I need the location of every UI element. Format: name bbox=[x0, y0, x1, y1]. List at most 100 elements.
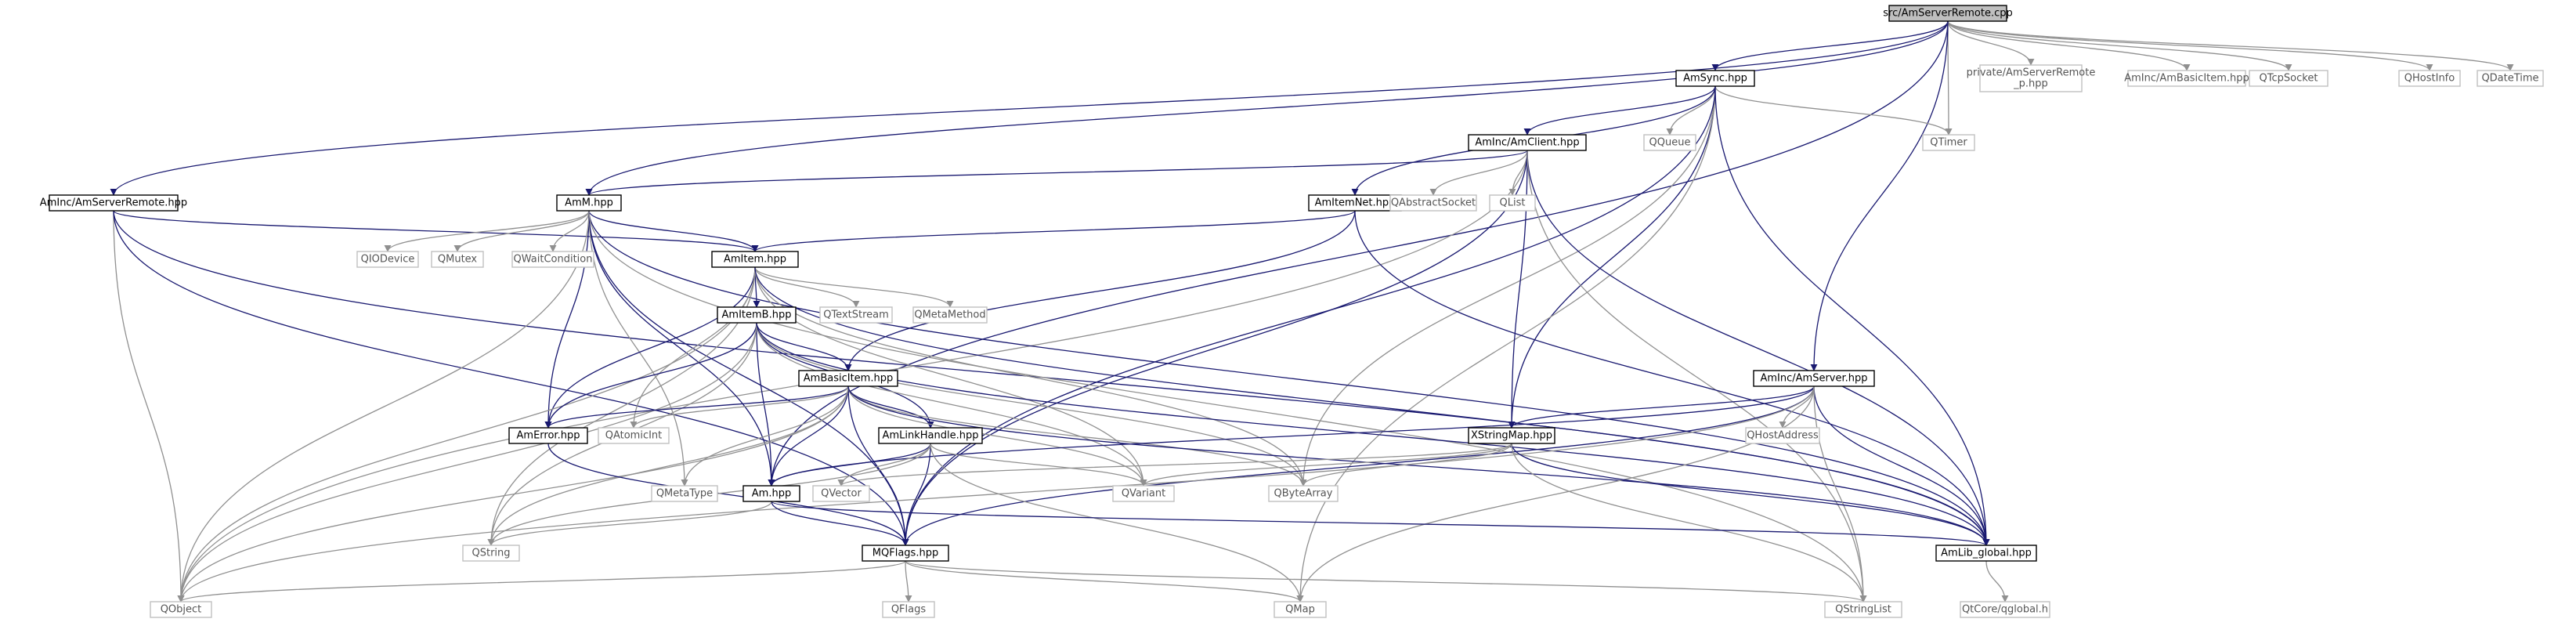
edge-amm-to-qwait bbox=[549, 210, 590, 252]
edge-ambasicitem-to-qstring bbox=[487, 385, 849, 546]
edge-amitemb-to-qvariant bbox=[756, 322, 1147, 487]
node-mqflags[interactable]: MQFlags.hpp bbox=[862, 545, 949, 562]
node-amitem[interactable]: AmItem.hpp bbox=[711, 251, 799, 268]
node-label-amserverremote: AmInc/AmServerRemote.hpp bbox=[40, 197, 187, 209]
node-box-qobject bbox=[150, 601, 212, 618]
edge-root-to-qtimer bbox=[1945, 20, 1953, 136]
node-box-ambasicitem bbox=[798, 370, 898, 387]
edge-amitemb-to-amerror bbox=[544, 322, 757, 429]
edge-amitemnet-to-amlibglobal bbox=[1354, 210, 1990, 546]
node-box-qtextstream bbox=[819, 306, 893, 324]
node-qtcp: QTcpSocket bbox=[2249, 70, 2329, 87]
edge-amsync-to-qbytearray bbox=[1299, 85, 1716, 487]
edge-amlink-to-amhpp bbox=[768, 443, 931, 487]
node-root[interactable]: src/AmServerRemote.cpp bbox=[1883, 5, 2013, 22]
node-qhostinfo: QHostInfo bbox=[2398, 70, 2461, 87]
node-qiodevice: QIODevice bbox=[356, 251, 419, 268]
edge-amclient-to-amm bbox=[585, 150, 1528, 196]
edge-xstring-to-qvariant bbox=[1140, 443, 1512, 487]
edge-amserver-to-qmap bbox=[1296, 385, 1815, 602]
node-box-qdatetime bbox=[2477, 70, 2544, 87]
node-qobject: QObject bbox=[150, 601, 212, 618]
node-label-basicinc: AmInc/AmBasicItem.hpp bbox=[2124, 73, 2249, 85]
edge-amsync-to-qqueue bbox=[1666, 85, 1716, 136]
node-box-qtimer bbox=[1922, 134, 1975, 151]
node-box-qhostinfo bbox=[2398, 70, 2461, 87]
node-box-qtcp bbox=[2249, 70, 2329, 87]
edge-amserver-to-mqflags bbox=[901, 385, 1815, 546]
node-label-qtcp: QTcpSocket bbox=[2260, 73, 2318, 85]
node-amlink[interactable]: AmLinkHandle.hpp bbox=[878, 427, 983, 444]
node-box-qmutex bbox=[431, 251, 484, 268]
edge-root-to-amserverremote bbox=[110, 20, 1949, 196]
node-amserverremote[interactable]: AmInc/AmServerRemote.hpp bbox=[40, 194, 187, 212]
edge-root-to-priv bbox=[1947, 20, 2035, 66]
edge-mqflags-to-qmap bbox=[905, 560, 1304, 602]
node-amclient[interactable]: AmInc/AmClient.hpp bbox=[1468, 134, 1587, 151]
edge-amm-to-qmutex bbox=[453, 210, 590, 252]
node-qstringlist: QStringList bbox=[1824, 601, 1902, 618]
node-box-qvariant bbox=[1112, 485, 1175, 502]
edge-amclient-to-amlibglobal bbox=[1526, 150, 1990, 546]
node-label-qhostinfo: QHostInfo bbox=[2404, 73, 2455, 85]
edge-amitemnet-to-amitem bbox=[751, 210, 1356, 252]
node-amlibglobal[interactable]: AmLib_global.hpp bbox=[1935, 545, 2037, 562]
edge-amclient-to-qstringlist bbox=[1526, 150, 1867, 602]
node-label-qlist: QList bbox=[1500, 197, 1526, 209]
node-qhostaddress: QHostAddress bbox=[1745, 427, 1820, 444]
node-box-qvector bbox=[812, 485, 870, 502]
node-label-amclient: AmInc/AmClient.hpp bbox=[1475, 137, 1579, 149]
edge-mqflags-to-qstringlist bbox=[905, 560, 1867, 602]
edge-amsync-to-amclient bbox=[1523, 85, 1716, 136]
node-xstring[interactable]: XStringMap.hpp bbox=[1468, 427, 1555, 444]
node-label-priv-1: _p.hpp bbox=[2013, 78, 2048, 90]
edge-ambasicitem-to-amerror bbox=[544, 385, 849, 429]
edge-amserver-to-amlibglobal bbox=[1813, 385, 1990, 546]
node-amerror[interactable]: AmError.hpp bbox=[508, 427, 588, 444]
node-qbytearray: QByteArray bbox=[1268, 485, 1339, 502]
edge-ambasicitem-to-amhpp bbox=[768, 385, 849, 487]
node-amhpp[interactable]: Am.hpp bbox=[742, 485, 800, 502]
node-qglobal: QtCore/qglobal.h bbox=[1960, 601, 2050, 618]
edge-root-to-amsync bbox=[1711, 20, 1949, 71]
edge-amm-to-qobject bbox=[177, 210, 590, 602]
node-ambasicitem[interactable]: AmBasicItem.hpp bbox=[798, 370, 898, 387]
edge-ambasicitem-to-amlibglobal bbox=[847, 385, 1990, 546]
node-label-root: src/AmServerRemote.cpp bbox=[1883, 8, 2013, 20]
node-label-mqflags: MQFlags.hpp bbox=[873, 548, 938, 559]
node-qvector: QVector bbox=[812, 485, 870, 502]
edge-amhpp-to-mqflags bbox=[771, 501, 909, 546]
node-box-qhostaddress bbox=[1745, 427, 1820, 444]
node-box-qwait bbox=[511, 251, 594, 268]
node-box-qmap bbox=[1274, 601, 1327, 618]
node-box-amsync bbox=[1675, 70, 1755, 87]
edge-amm-to-amerror bbox=[544, 210, 590, 429]
node-box-priv bbox=[1979, 64, 2083, 92]
node-box-amclient bbox=[1468, 134, 1587, 151]
node-box-amerror bbox=[508, 427, 588, 444]
node-box-qmetamethod bbox=[912, 306, 988, 324]
node-qdatetime: QDateTime bbox=[2477, 70, 2544, 87]
node-box-amitem bbox=[711, 251, 799, 268]
node-box-qbytearray bbox=[1268, 485, 1339, 502]
node-amitemb[interactable]: AmItemB.hpp bbox=[717, 306, 797, 324]
node-label-amhpp: Am.hpp bbox=[752, 488, 791, 500]
edge-amm-to-qiodevice bbox=[384, 210, 590, 252]
node-amitemnet[interactable]: AmItemNet.hpp bbox=[1308, 194, 1402, 212]
node-qmetatype: QMetaType bbox=[651, 485, 718, 502]
node-qmetamethod: QMetaMethod bbox=[912, 306, 988, 324]
edge-root-to-amhpp bbox=[768, 20, 1949, 487]
edge-amsync-to-xstring bbox=[1508, 85, 1716, 429]
edge-amhpp-to-amlibglobal bbox=[771, 501, 1990, 546]
node-label-amm: AmM.hpp bbox=[565, 197, 613, 209]
node-label-priv-0: private/AmServerRemote bbox=[1967, 67, 2096, 79]
node-amsync[interactable]: AmSync.hpp bbox=[1675, 70, 1755, 87]
node-amserver[interactable]: AmInc/AmServer.hpp bbox=[1753, 370, 1875, 387]
edge-amclient-to-xstring bbox=[1508, 150, 1528, 429]
node-amm[interactable]: AmM.hpp bbox=[556, 194, 622, 212]
edge-amsync-to-amlibglobal bbox=[1714, 85, 1990, 546]
node-box-root bbox=[1888, 5, 2007, 22]
node-label-qiodevice: QIODevice bbox=[361, 254, 415, 266]
edge-amitem-to-qtextstream bbox=[754, 266, 860, 308]
